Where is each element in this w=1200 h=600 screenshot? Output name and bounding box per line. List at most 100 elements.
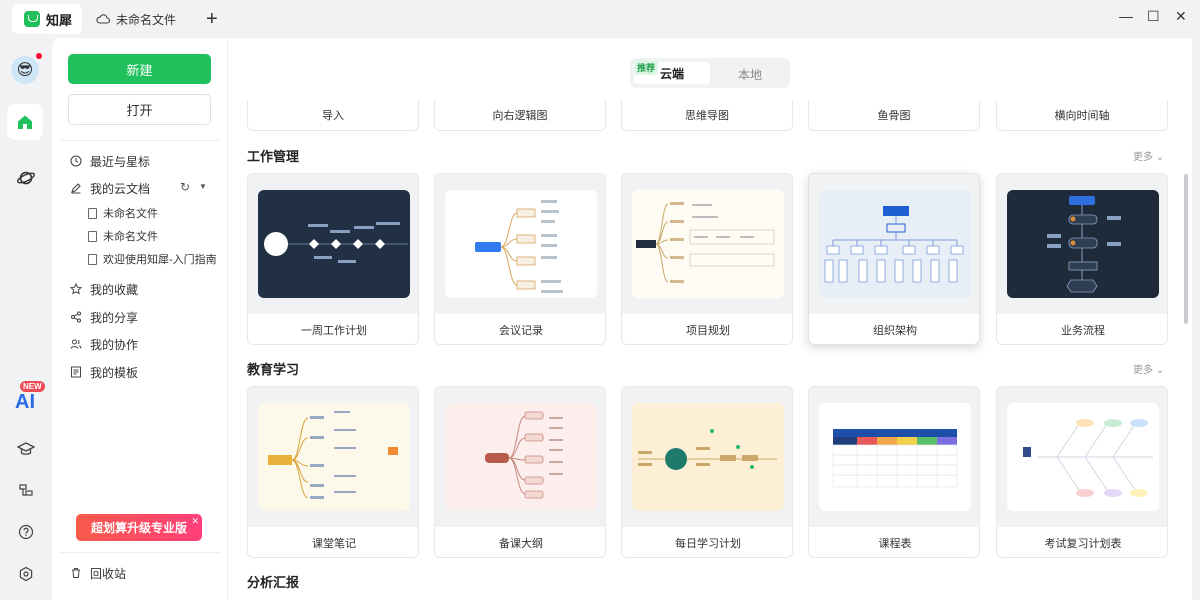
tab-app[interactable]: 知犀 (12, 4, 82, 34)
template-thumbnail (819, 190, 971, 298)
toggle-cloud-label: 云端 (659, 66, 684, 81)
template-card[interactable]: 课堂笔记 (247, 386, 419, 558)
file-item-label: 未命名文件 (103, 231, 158, 243)
card-label: 业务流程 (1061, 325, 1105, 337)
learn-button[interactable] (12, 436, 40, 464)
template-card[interactable]: 项目规划 (621, 173, 793, 345)
toggle-local[interactable]: 本地 (738, 68, 763, 82)
more-label: 更多 (1133, 365, 1153, 376)
card-label: 课程表 (878, 538, 912, 550)
star-icon (70, 283, 82, 295)
notification-dot (36, 53, 42, 59)
settings-button[interactable] (12, 560, 40, 588)
card-label: 导入 (322, 110, 344, 122)
sidebar-item-trash[interactable]: 回收站 (70, 564, 126, 582)
open-button[interactable]: 打开 (68, 94, 211, 125)
file-item[interactable]: 欢迎使用知犀-入门指南 (88, 251, 217, 267)
sidebar-item-label: 我的协作 (90, 337, 139, 352)
new-button[interactable]: 新建 (68, 54, 211, 84)
zhixi-logo-icon (24, 11, 40, 27)
cloud-icon (96, 14, 110, 24)
new-badge: NEW (20, 381, 45, 392)
tools-button[interactable] (12, 477, 40, 505)
more-link-work[interactable]: 更多 ⌄ (1133, 148, 1164, 163)
sidebar-item-favorites[interactable]: 我的收藏 (70, 280, 138, 298)
file-item-label: 欢迎使用知犀-入门指南 (103, 254, 217, 266)
template-card-import[interactable]: 导入 (247, 100, 419, 131)
sunglasses-face-icon: 😎 (16, 62, 34, 79)
divider (60, 140, 220, 141)
edit-icon (70, 182, 82, 194)
new-tab-button[interactable]: + (206, 4, 218, 34)
template-card[interactable]: 考试复习计划表 (996, 386, 1168, 558)
template-thumbnail (258, 403, 410, 511)
template-card[interactable]: 一周工作计划 (247, 173, 419, 345)
card-label: 课堂笔记 (312, 538, 356, 550)
card-label: 思维导图 (685, 110, 729, 122)
caret-down-icon[interactable]: ▼ (199, 182, 207, 191)
card-label: 组织架构 (873, 325, 917, 337)
home-icon (18, 115, 32, 129)
icon-rail: 😎 NEW AI (0, 38, 52, 600)
card-label: 备课大纲 (499, 538, 543, 550)
template-thumbnail (258, 190, 410, 298)
upgrade-promo-banner[interactable]: 超划算升级专业版 ✕ (76, 514, 202, 541)
trash-icon (70, 567, 82, 579)
template-card-logic-right[interactable]: 向右逻辑图 (434, 100, 606, 131)
file-item[interactable]: 未命名文件 (88, 228, 158, 244)
file-item[interactable]: 未命名文件 (88, 205, 158, 221)
template-card[interactable]: 会议记录 (434, 173, 606, 345)
card-label: 项目规划 (686, 325, 730, 337)
template-card[interactable]: 备课大纲 (434, 386, 606, 558)
source-toggle: 推荐 云端 本地 (630, 58, 790, 88)
sidebar-item-label: 最近与星标 (90, 154, 151, 169)
template-thumbnail (1007, 403, 1159, 511)
chevron-down-icon: ⌄ (1155, 152, 1165, 163)
document-icon (88, 253, 97, 265)
more-link-education[interactable]: 更多 ⌄ (1133, 361, 1164, 376)
clock-icon (70, 155, 82, 167)
help-button[interactable] (12, 518, 40, 546)
sidebar-item-label: 我的分享 (90, 310, 139, 325)
sidebar-item-label: 回收站 (90, 566, 127, 581)
maximize-button[interactable]: ☐ (1147, 8, 1160, 24)
share-icon (70, 311, 82, 323)
explore-button[interactable] (12, 164, 40, 192)
chevron-down-icon: ⌄ (1155, 365, 1165, 376)
file-item-label: 未命名文件 (103, 208, 158, 220)
sidebar-item-collab[interactable]: 我的协作 (70, 335, 138, 353)
template-card[interactable]: 课程表 (808, 386, 980, 558)
template-card[interactable]: 每日学习计划 (621, 386, 793, 558)
template-card[interactable]: 业务流程 (996, 173, 1168, 345)
template-card-timeline[interactable]: 横向时间轴 (996, 100, 1168, 131)
section-title-work: 工作管理 (247, 149, 300, 164)
gear-icon (19, 566, 33, 582)
promo-label: 超划算升级专业版 (90, 521, 187, 535)
tab-app-label: 知犀 (46, 12, 73, 28)
sidebar-item-share[interactable]: 我的分享 (70, 308, 138, 326)
template-card-fishbone[interactable]: 鱼骨图 (808, 100, 980, 131)
card-label: 每日学习计划 (675, 538, 741, 550)
sidebar-item-recent[interactable]: 最近与星标 (70, 152, 150, 170)
close-icon[interactable]: ✕ (191, 516, 199, 526)
graduation-cap-icon (17, 442, 35, 455)
sidebar-item-templates[interactable]: 我的模板 (70, 363, 138, 381)
home-button[interactable] (7, 104, 43, 140)
template-card[interactable]: 组织架构 (808, 173, 980, 345)
refresh-icon[interactable]: ↻ (180, 180, 191, 194)
sidebar-item-cloud-docs[interactable]: 我的云文档 (70, 179, 150, 197)
tab-document[interactable]: 未命名文件 (96, 4, 176, 34)
recommend-badge: 推荐 (634, 60, 659, 75)
sidebar: 新建 打开 最近与星标 我的云文档 ↻ ▼ 未命名文件 未命名文件 欢迎使用知犀… (52, 38, 228, 600)
tools-icon (19, 484, 33, 496)
ai-button[interactable]: AI (15, 391, 35, 413)
document-icon (88, 207, 97, 219)
close-window-button[interactable]: ✕ (1175, 8, 1187, 24)
more-label: 更多 (1133, 152, 1153, 163)
minimize-button[interactable]: — (1119, 8, 1133, 24)
toggle-cloud[interactable]: 推荐 云端 (634, 60, 710, 84)
avatar[interactable]: 😎 (11, 56, 39, 84)
template-thumbnail (632, 403, 784, 511)
scrollbar[interactable] (1184, 174, 1188, 324)
template-card-mindmap[interactable]: 思维导图 (621, 100, 793, 131)
